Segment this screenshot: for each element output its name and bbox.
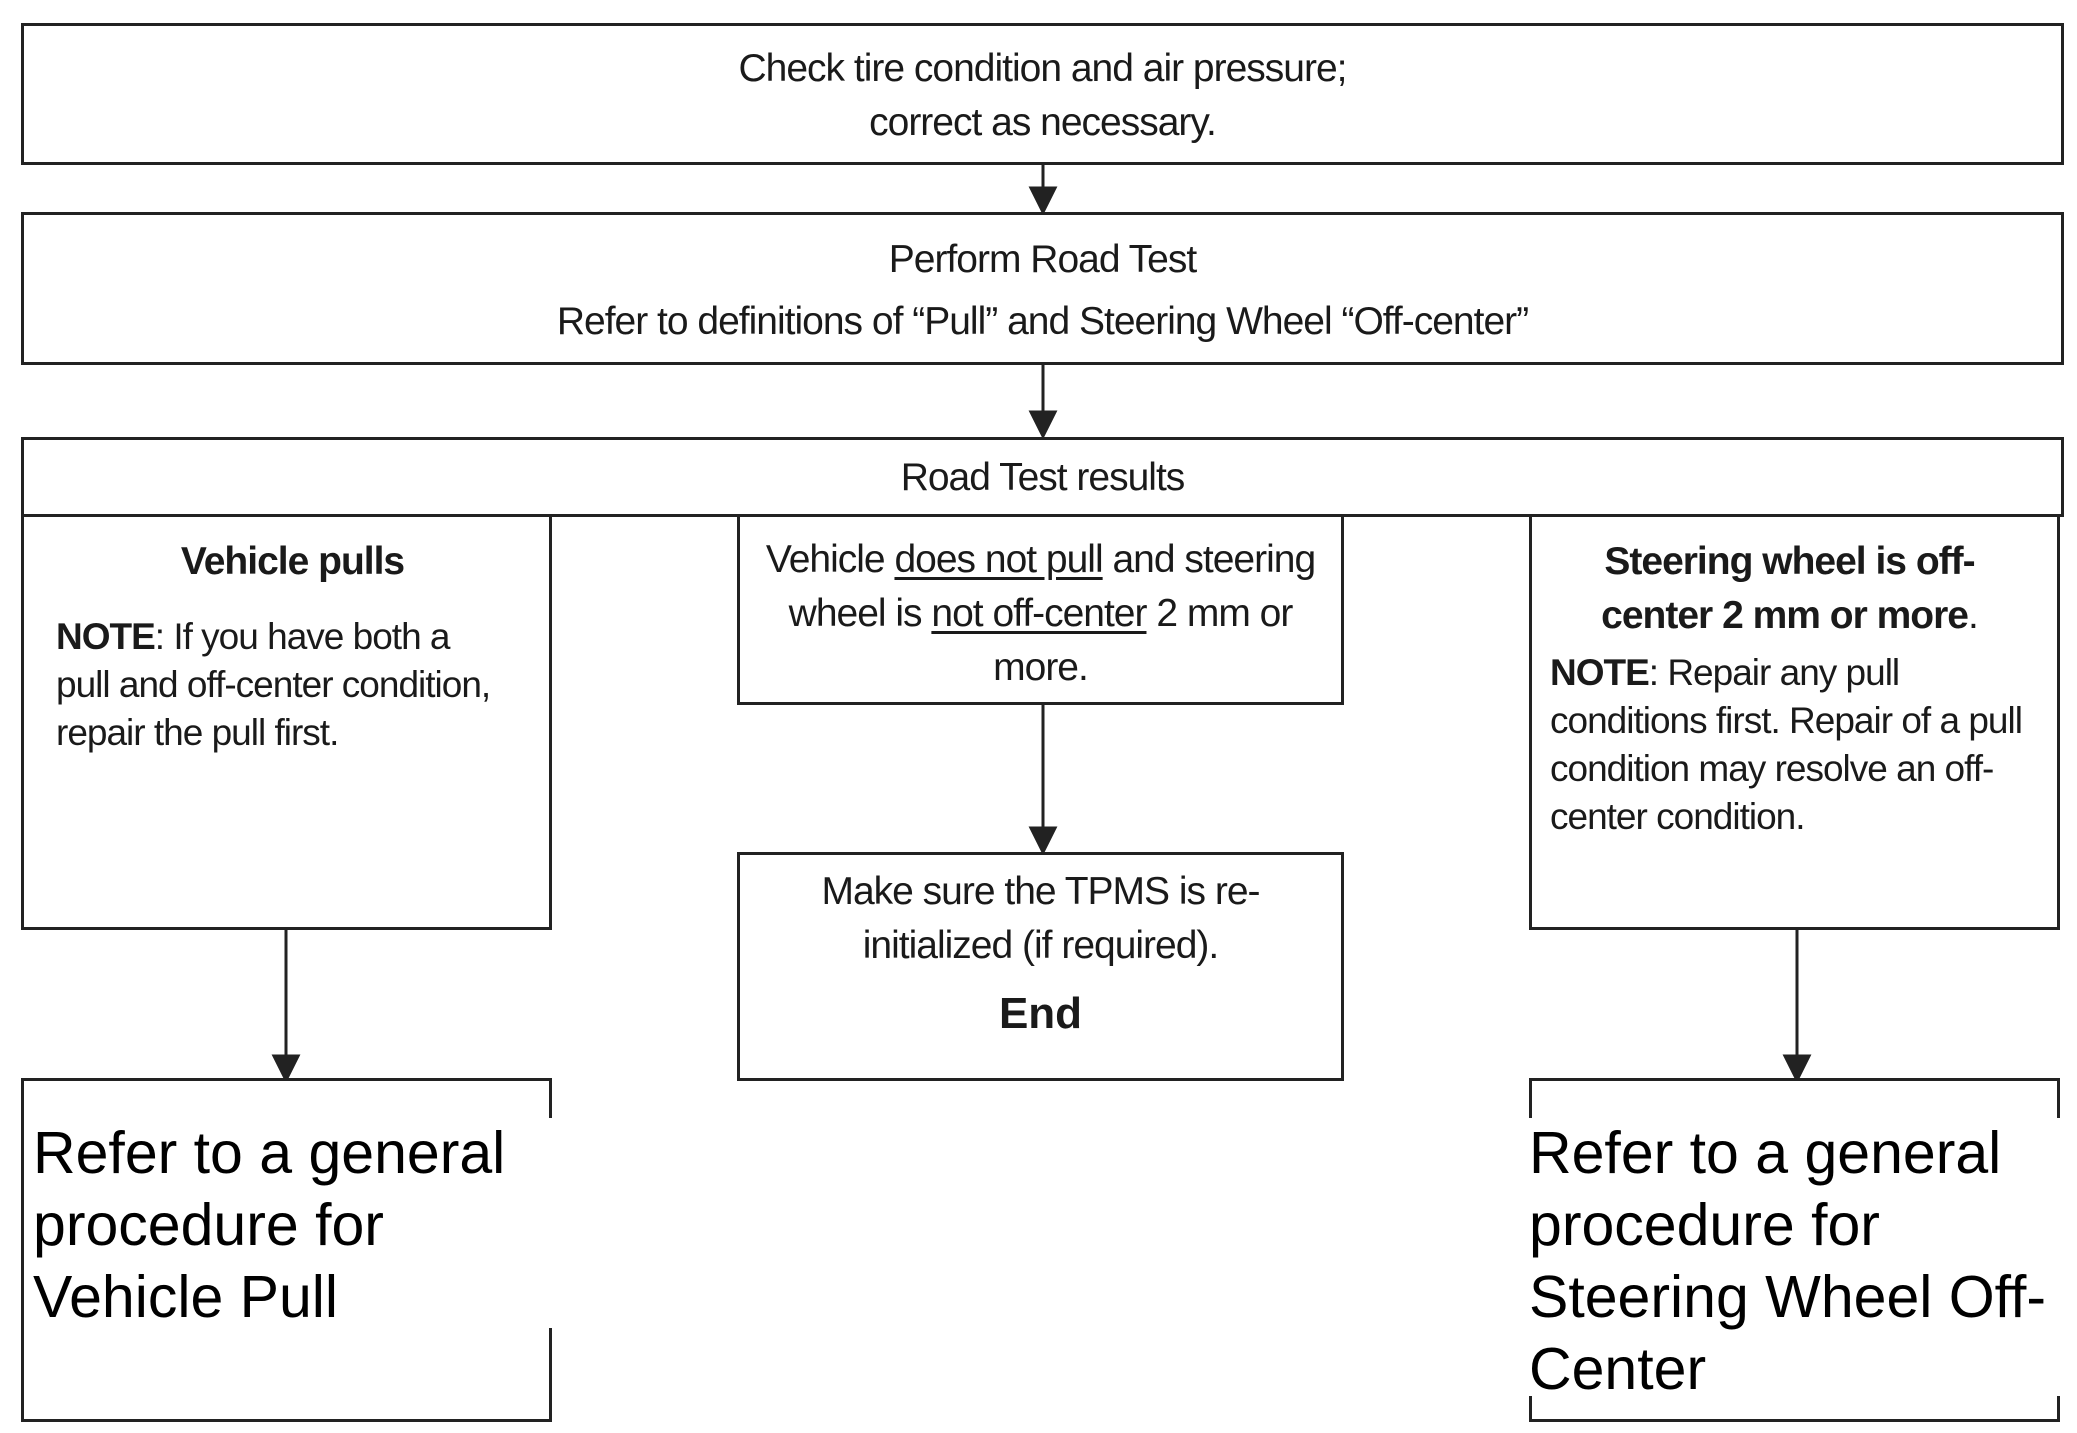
road-test-title: Perform Road Test <box>888 238 1197 281</box>
vehicle-pulls-note: NOTE: If you have both a pull and off-ce… <box>56 613 529 757</box>
road-test-box: Perform Road Test Refer to definitions o… <box>21 212 2064 365</box>
refer-vehicle-pull-text-bg <box>26 1118 562 1328</box>
road-test-results-box: Road Test results <box>21 437 2064 517</box>
no-pull-text: Vehicle does not pull and steering wheel… <box>765 538 1316 689</box>
off-center-note: NOTE: Repair any pull conditions first. … <box>1550 649 2029 841</box>
road-test-results-title: Road Test results <box>900 456 1186 499</box>
refer-off-center-text: Refer to a general procedure for Steerin… <box>1529 1120 2047 1402</box>
refer-off-center-text-bg <box>1524 1118 2064 1396</box>
no-pull-box: Vehicle does not pull and steering wheel… <box>737 514 1344 705</box>
tpms-box: Make sure the TPMS is re-initialized (if… <box>737 852 1344 1081</box>
off-center-box: Steering wheel is off-center 2 mm or mor… <box>1529 514 2060 930</box>
road-test-reference: Refer to definitions of “Pull” and Steer… <box>556 300 1529 343</box>
note-text: : Repair any pull conditions first. Repa… <box>1550 652 2023 837</box>
off-center-title: Steering wheel is off-center 2 mm or mor… <box>1601 540 1979 637</box>
note-text: : If you have both a pull and off-center… <box>56 616 491 753</box>
end-label: End <box>998 989 1083 1038</box>
note-label: NOTE <box>1550 652 1650 693</box>
refer-vehicle-pull-text: Refer to a general procedure for Vehicle… <box>33 1120 506 1330</box>
does-not-pull-underlined: does not pull <box>894 538 1103 581</box>
note-label: NOTE <box>56 616 156 657</box>
check-tires-line2: correct as necessary. <box>869 101 1217 144</box>
check-tires-line1: Check tire condition and air pressure; <box>738 47 1348 90</box>
vehicle-pulls-box: Vehicle pulls NOTE: If you have both a p… <box>21 514 552 930</box>
check-tires-box: Check tire condition and air pressure; c… <box>21 23 2064 165</box>
vehicle-pulls-title: Vehicle pulls <box>180 540 405 583</box>
tpms-text: Make sure the TPMS is re-initialized (if… <box>821 870 1260 967</box>
not-off-center-underlined: not off-center <box>931 592 1147 635</box>
